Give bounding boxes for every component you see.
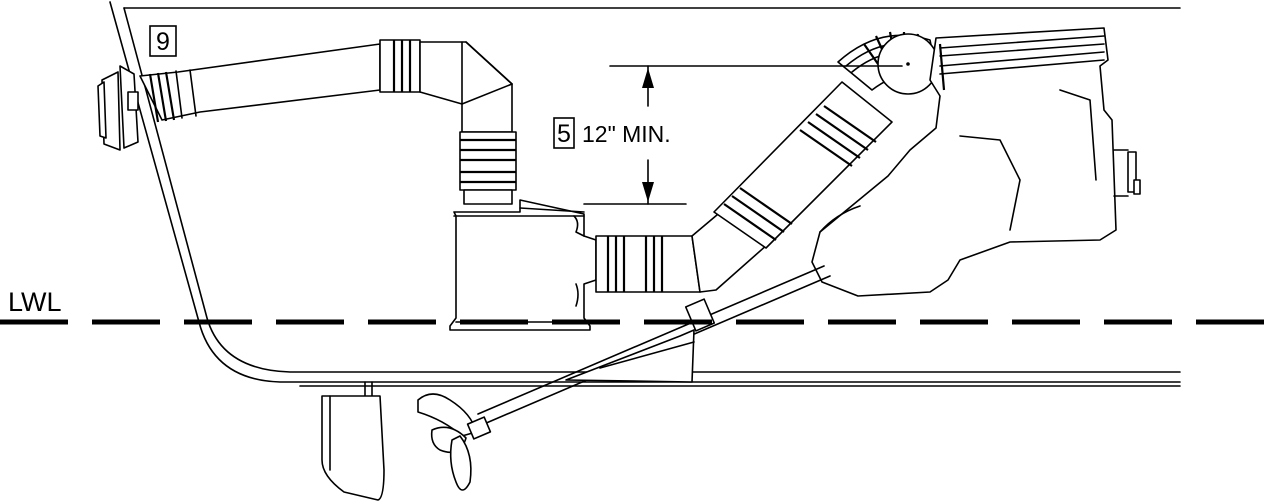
callout-box-5 — [553, 117, 575, 149]
transom-exhaust-outlet — [97, 65, 139, 151]
callout-5-text: 5 — [557, 120, 571, 148]
propeller — [417, 393, 492, 491]
rudder — [321, 395, 385, 501]
callout-9-text: 9 — [156, 28, 170, 56]
dimension-arrow-up — [642, 68, 654, 88]
exhaust-hose-upper — [139, 39, 513, 133]
callout-box-9 — [149, 25, 177, 57]
callout-9: 9 — [149, 25, 177, 57]
waterlift-muffler — [449, 199, 597, 331]
min-height-label: 12" MIN. — [582, 121, 671, 147]
waterline-label: LWL — [8, 287, 62, 317]
engine — [811, 27, 1141, 297]
propeller-shaft — [477, 265, 831, 425]
exhaust-hose-diagonal — [713, 81, 893, 249]
dimension-arrow-down — [642, 182, 654, 202]
exhaust-elbow — [837, 31, 939, 95]
riser-hose — [459, 131, 517, 205]
dimension-12-min: 5 12" MIN. — [553, 65, 903, 205]
waterline: LWL — [0, 287, 1270, 325]
